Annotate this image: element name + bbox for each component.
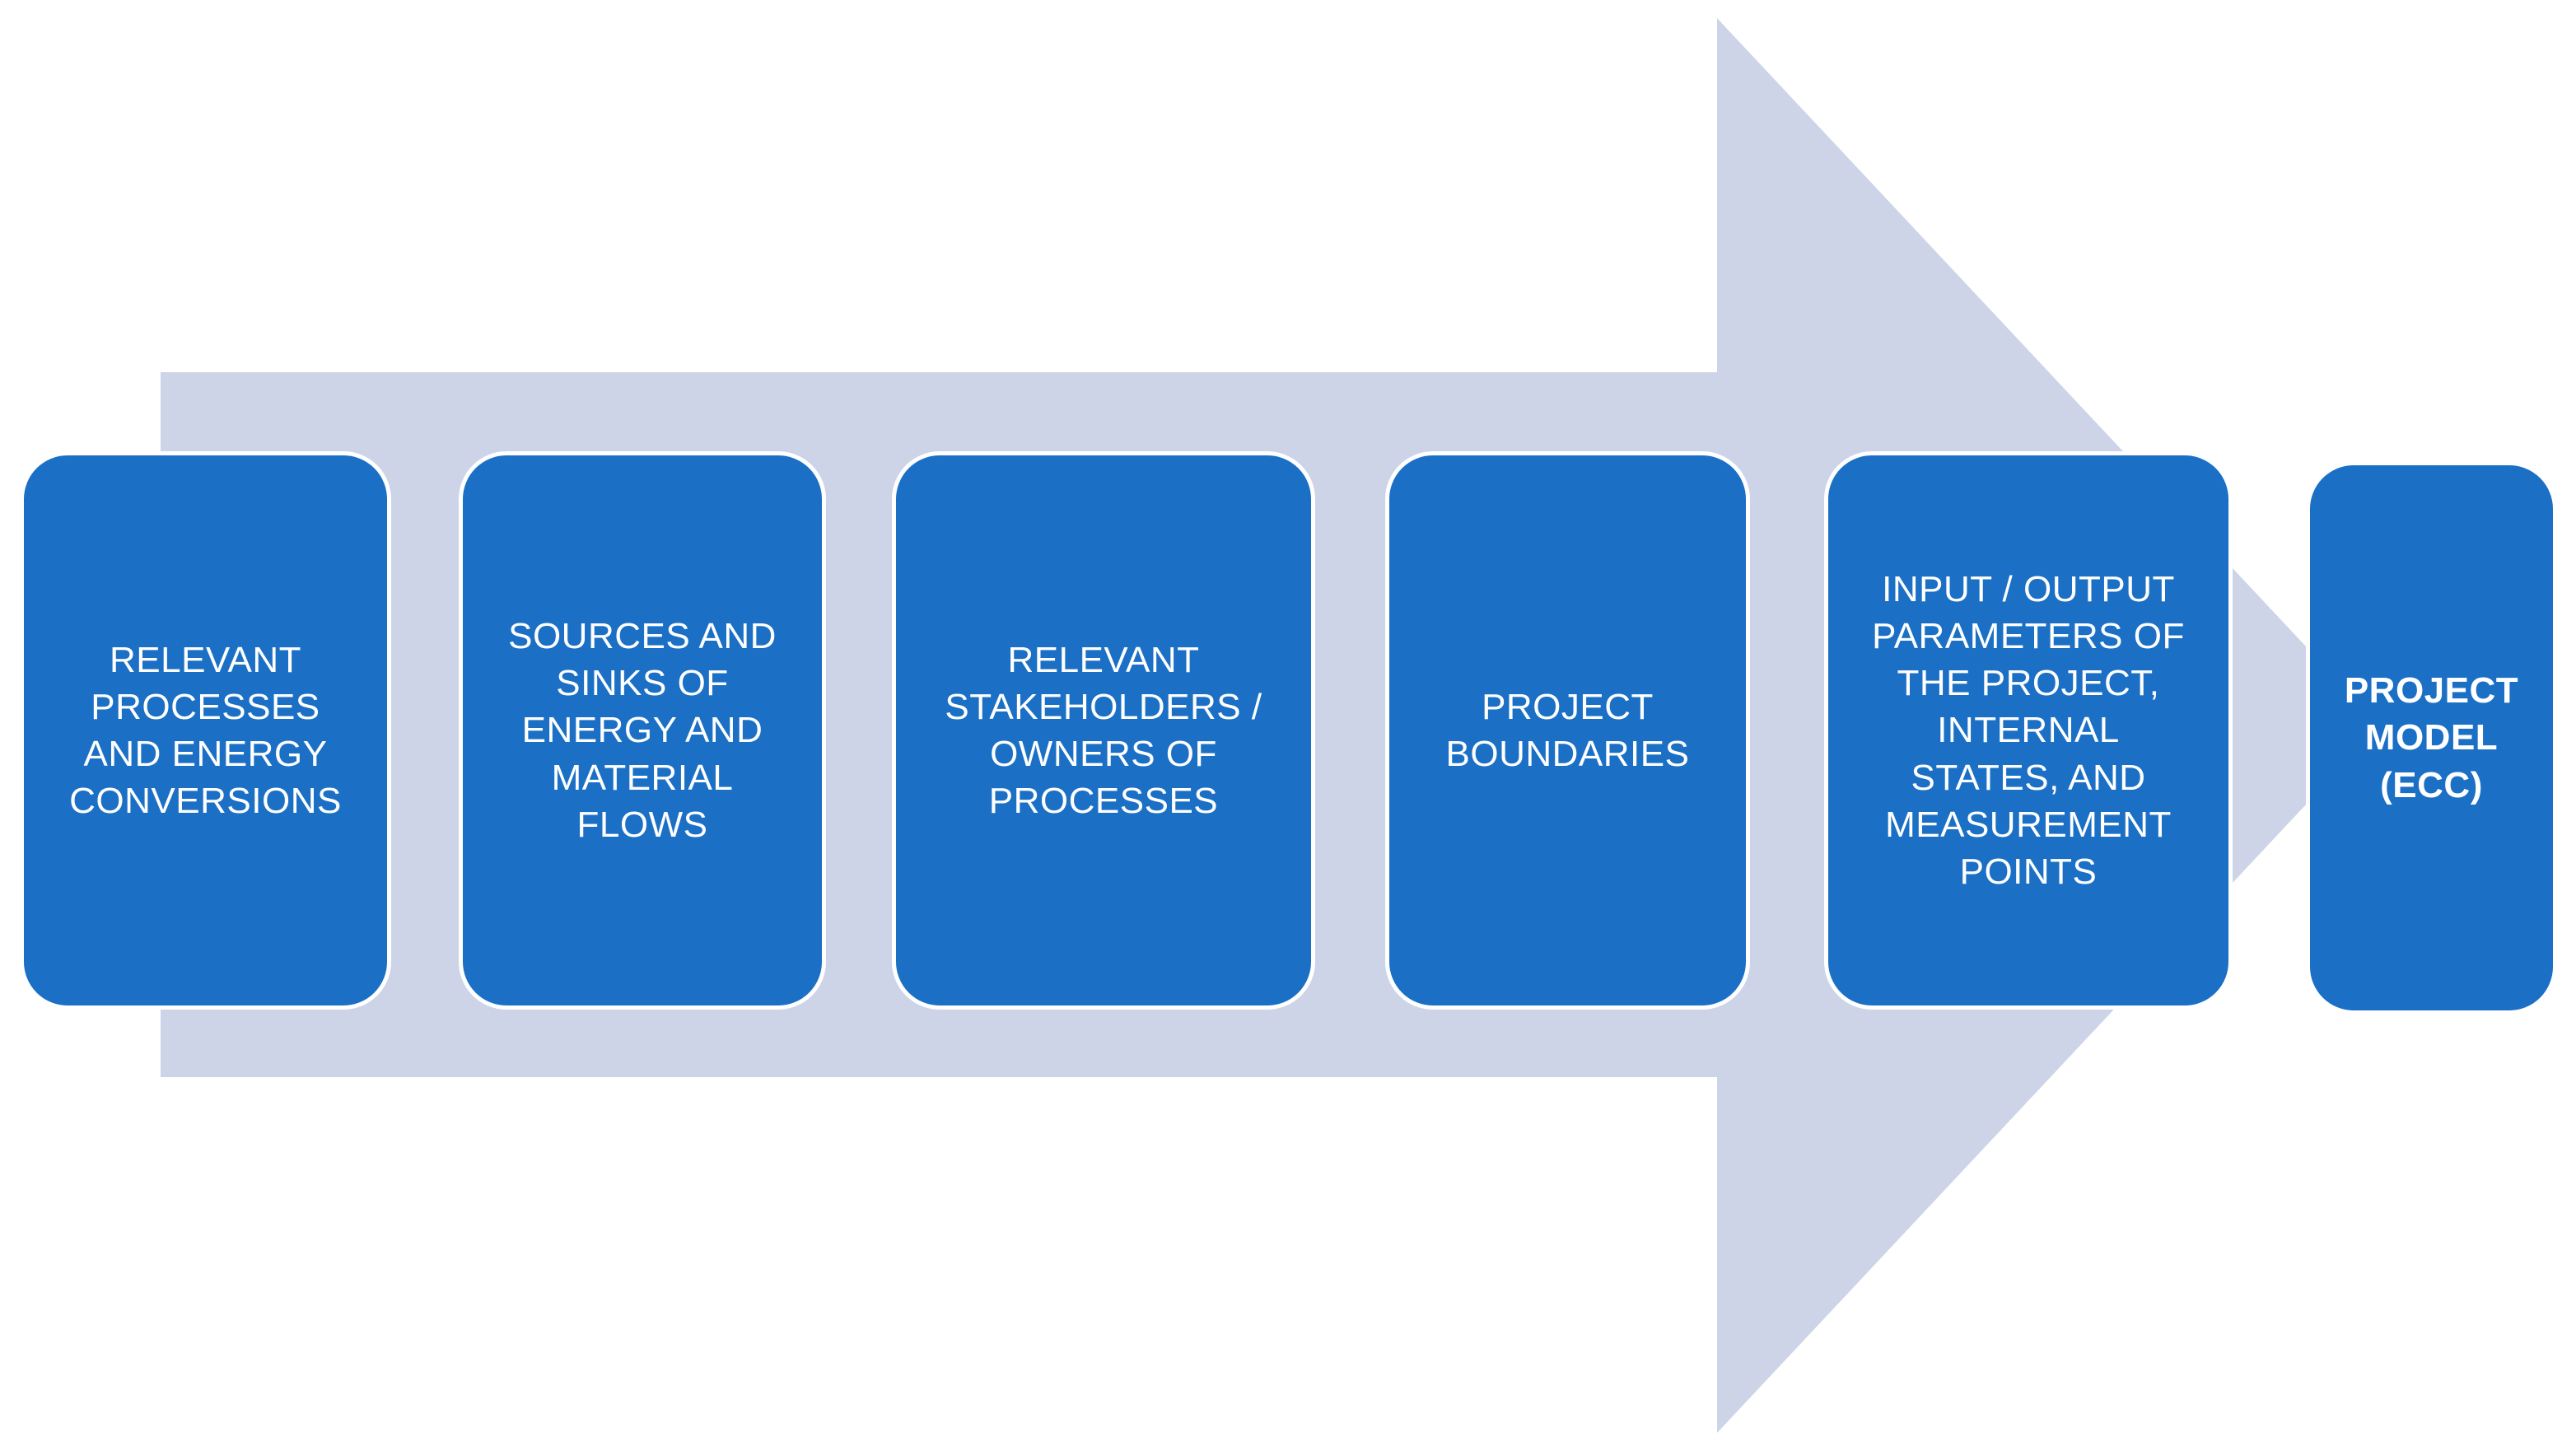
- step-box-project-boundaries: PROJECT BOUNDARIES: [1385, 451, 1750, 1010]
- step-label: RELEVANT PROCESSES AND ENERGY CONVERSION…: [69, 639, 342, 822]
- step-label: PROJECT MODEL (ECC): [2344, 670, 2519, 805]
- step-label: INPUT / OUTPUT PARAMETERS OF THE PROJECT…: [1872, 568, 2185, 892]
- step-box-io-parameters: INPUT / OUTPUT PARAMETERS OF THE PROJECT…: [1824, 451, 2233, 1010]
- step-box-project-model-ecc: PROJECT MODEL (ECC): [2306, 461, 2557, 1015]
- step-label: SOURCES AND SINKS OF ENERGY AND MATERIAL…: [508, 616, 777, 845]
- step-label: PROJECT BOUNDARIES: [1445, 686, 1690, 774]
- step-box-relevant-processes: RELEVANT PROCESSES AND ENERGY CONVERSION…: [20, 451, 391, 1010]
- step-box-sources-and-sinks: SOURCES AND SINKS OF ENERGY AND MATERIAL…: [459, 451, 826, 1010]
- step-box-stakeholders-owners: RELEVANT STAKEHOLDERS / OWNERS OF PROCES…: [892, 451, 1315, 1010]
- step-label: RELEVANT STAKEHOLDERS / OWNERS OF PROCES…: [945, 639, 1262, 822]
